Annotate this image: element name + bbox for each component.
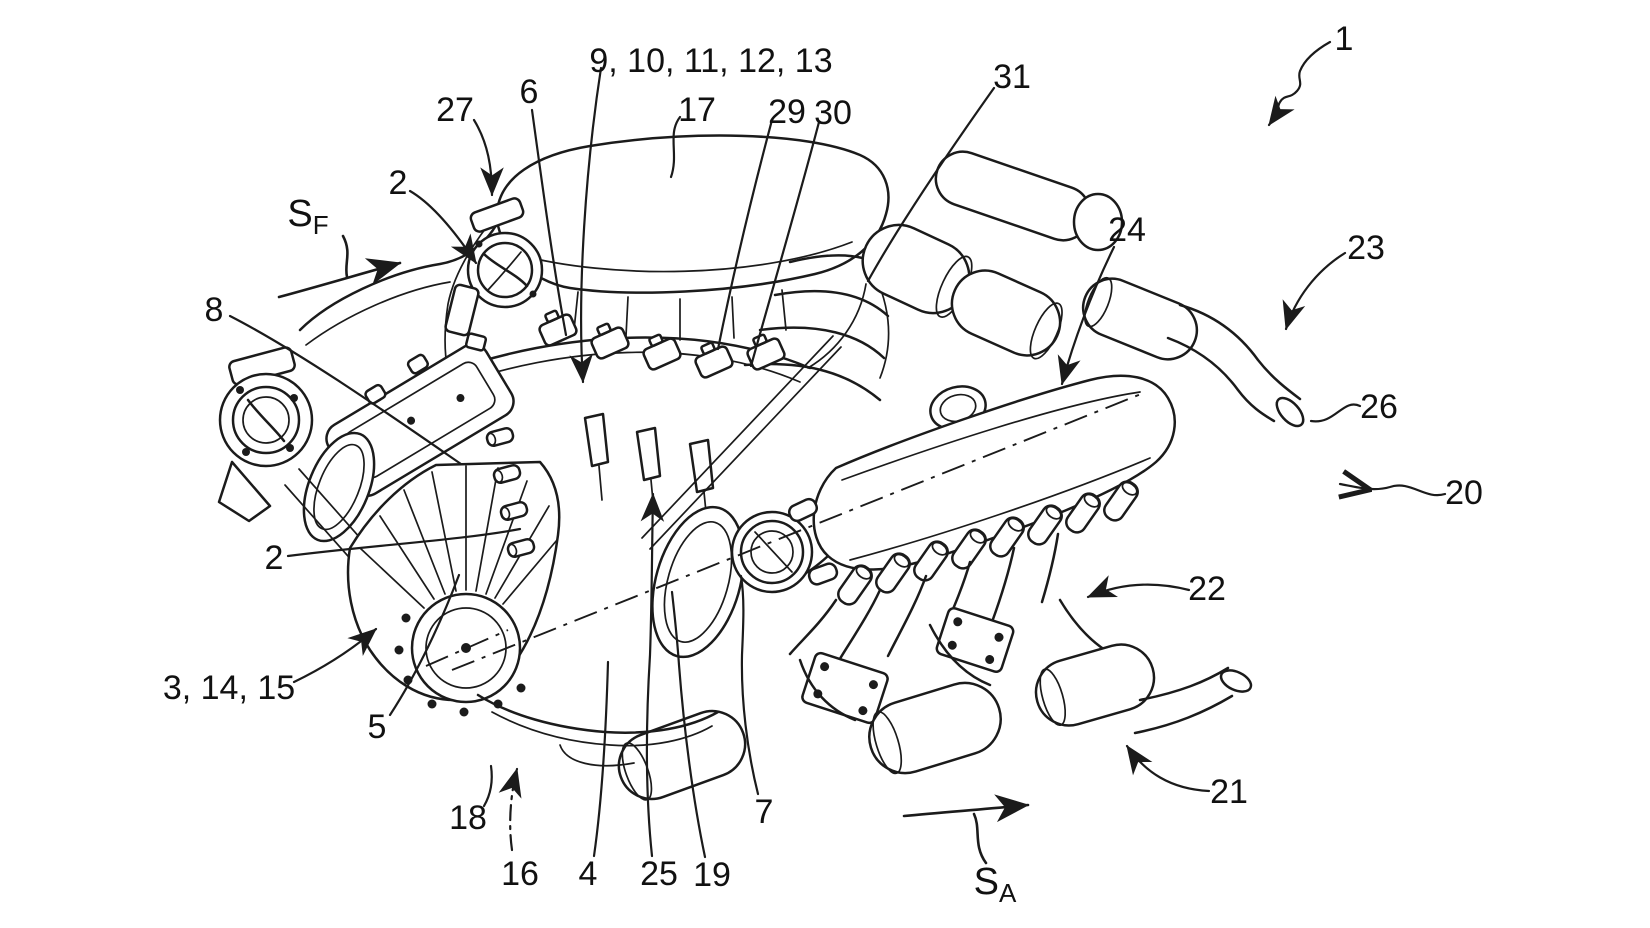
callout-20-label: 20 [1445, 474, 1483, 512]
callout-6-leader [530, 108, 568, 337]
callout-21-label: 21 [1210, 773, 1248, 811]
crank-centerline [451, 391, 1147, 671]
callout-sa-leader [972, 812, 988, 865]
callout-24-leader [1057, 245, 1116, 386]
callout-23-label: 23 [1347, 229, 1385, 267]
exhaust-upper-right [743, 150, 1305, 428]
callout-22-label: 22 [1188, 570, 1226, 608]
callout-19-leader [670, 590, 707, 859]
flow-arrow-sa [902, 794, 1030, 823]
throttle-body-upper [444, 197, 544, 352]
intake-air-box [444, 134, 890, 379]
exhaust-lower-right [617, 532, 1253, 801]
callout-29-label: 29 [768, 93, 806, 131]
callout-24-label: 24 [1108, 211, 1146, 249]
callout-26-leader [1309, 403, 1362, 423]
callout-2b-label: 2 [265, 539, 284, 577]
callout-5-leader [388, 573, 461, 717]
callout-19-label: 19 [693, 856, 731, 894]
callout-3-14-15-leader [292, 627, 378, 684]
callout-4-leader [592, 660, 610, 858]
callout-22-leader [1086, 575, 1191, 599]
throttle-body-left [217, 346, 393, 591]
callout-16-label: 16 [501, 855, 539, 893]
callout-18-label: 18 [449, 799, 487, 837]
callout-sf-leader [341, 234, 349, 279]
callout-sf-label: SF [287, 193, 328, 240]
stud-bosses-left [485, 426, 536, 559]
callout-30-leader [749, 120, 821, 368]
flow-arrow-sf [277, 258, 402, 299]
callout-6-label: 6 [520, 73, 539, 111]
callout-25-leader [640, 492, 665, 858]
callout-27-label: 27 [436, 91, 474, 129]
callout-8-label: 8 [205, 291, 224, 329]
ignition-coil-row-right [837, 480, 1139, 606]
callout-sa-label: SA [974, 861, 1017, 908]
leader-lines [228, 40, 1447, 865]
callout-26-label: 26 [1360, 388, 1398, 426]
callout-2b-leader [286, 527, 522, 558]
callout-7-label: 7 [755, 793, 774, 831]
callout-1-leader [1267, 40, 1332, 127]
callout-31-leader [866, 86, 996, 283]
callout-5-label: 5 [368, 708, 387, 746]
callout-2a-leader [408, 189, 478, 265]
callout-16-leader [498, 767, 522, 852]
callout-1-label: 1 [1335, 20, 1354, 58]
callout-18-leader [482, 764, 493, 808]
callout-25-label: 25 [640, 855, 678, 893]
callout-30-label: 30 [814, 94, 852, 132]
callout-2a-label: 2 [389, 164, 408, 202]
callout-17-leader [669, 115, 682, 179]
callout-4-label: 4 [579, 855, 598, 893]
callout-3-14-15-label: 3, 14, 15 [163, 669, 295, 707]
callout-20-leader [1340, 484, 1447, 495]
callout-9-13-leader [569, 66, 603, 384]
callout-9-13-label: 9, 10, 11, 12, 13 [589, 42, 832, 80]
callout-29-leader [716, 118, 774, 351]
ignition-coils-center [538, 309, 842, 550]
callout-23-leader [1282, 251, 1347, 331]
callout-8-leader [228, 314, 463, 466]
callout-27-leader [472, 118, 504, 197]
callout-31-label: 31 [993, 58, 1031, 96]
callout-17-label: 17 [678, 91, 716, 129]
engine-line-art [217, 134, 1305, 801]
valve-cover-left-oval [302, 431, 376, 543]
callout-7-leader [739, 574, 760, 796]
intake-plenum-right [651, 374, 1176, 659]
callout-21-leader [1125, 744, 1211, 793]
